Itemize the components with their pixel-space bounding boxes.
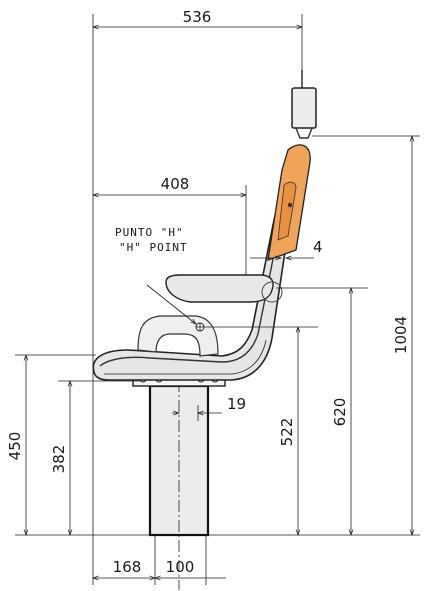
lumbar-pad — [277, 181, 297, 241]
dim-front-offset: 168 — [113, 558, 142, 576]
backrest-screw-icon — [287, 202, 293, 208]
dim-armrest-thickness: 4 — [313, 238, 323, 256]
hip-frame — [137, 315, 219, 357]
headrest-bracket — [295, 127, 313, 139]
headrest — [291, 87, 317, 129]
h-point-label-it: PUNTO "H" — [115, 226, 184, 239]
h-point-leader — [146, 284, 196, 324]
seat-bottom-contour — [104, 339, 267, 375]
dim-seat-height: 450 — [6, 432, 24, 461]
dim-h-point-height: 522 — [278, 418, 296, 447]
armrest — [165, 274, 274, 303]
seat-inner-contour — [99, 233, 279, 367]
h-point-label-en: "H" POINT — [119, 241, 188, 254]
dim-overall-length: 536 — [183, 8, 212, 26]
dim-base-height: 382 — [50, 445, 68, 474]
dim-overall-height: 1004 — [392, 316, 410, 354]
armrest-pivot-icon — [261, 281, 283, 303]
dim-seat-to-back: 408 — [161, 175, 190, 193]
dim-armrest-height: 620 — [331, 398, 349, 427]
dim-column-width: 100 — [166, 558, 195, 576]
dim-offset: 19 — [227, 395, 246, 413]
